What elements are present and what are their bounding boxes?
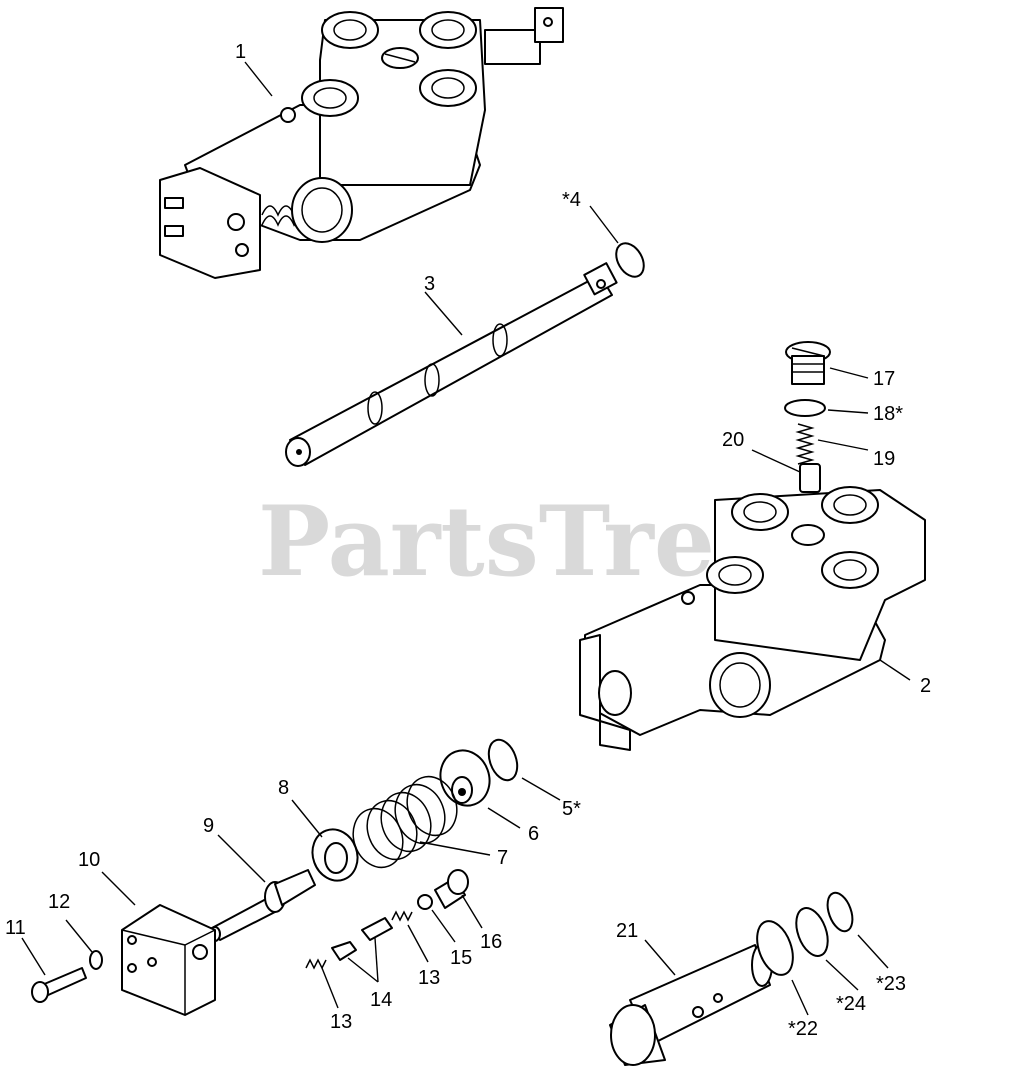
part-24-backup-ring (795, 907, 829, 957)
callout-18: 18* (873, 403, 903, 425)
part-7-spring (352, 775, 458, 869)
part-3-spool (285, 262, 618, 467)
part-17-plug (785, 341, 831, 385)
callout-7: 7 (497, 847, 508, 869)
watermark: PartsTree (258, 485, 776, 598)
part-10-end-cap (121, 904, 216, 1016)
callout-22: *22 (788, 1018, 818, 1040)
part-16-plug (434, 869, 469, 909)
callout-4: *4 (562, 189, 581, 211)
callout-21: 21 (616, 920, 638, 942)
part-19-spring (795, 423, 815, 465)
callout-13a: 13 (330, 1011, 352, 1033)
part-6-spring-seat (439, 749, 491, 807)
callout-14: 14 (370, 989, 392, 1011)
callout-11: 11 (5, 917, 26, 939)
callout-17: 17 (873, 368, 895, 390)
leader-lines (21, 61, 911, 1016)
callout-19: 19 (873, 448, 895, 470)
callout-6: 6 (528, 823, 539, 845)
callout-2: 2 (920, 675, 931, 697)
part-23-o-ring (826, 891, 854, 933)
part-21-relief-valve (609, 943, 773, 1066)
part-14-poppet-right (361, 917, 393, 941)
part-12-washer (89, 950, 103, 970)
callout-15: 15 (450, 947, 472, 969)
part-22-o-ring (756, 920, 794, 976)
part-13-spring-right (391, 910, 413, 922)
callout-8: 8 (278, 777, 289, 799)
callout-3: 3 (424, 273, 435, 295)
callout-23: *23 (876, 973, 906, 995)
part-14-poppet-left (331, 941, 357, 961)
callout-1: 1 (235, 41, 246, 63)
part-15-ball (417, 894, 433, 910)
part-13-spring-left (305, 958, 327, 970)
callout-5: 5* (562, 798, 581, 820)
callout-20: 20 (722, 429, 744, 451)
callout-16: 16 (480, 931, 502, 953)
part-9-plunger (209, 869, 316, 942)
part-2-valve-body (579, 486, 926, 751)
part-18-o-ring (784, 399, 826, 417)
callout-10: 10 (78, 849, 100, 871)
part-5-o-ring (487, 738, 519, 782)
part-8-spring-seat (311, 828, 359, 882)
callout-12: 12 (48, 891, 70, 913)
callout-24: *24 (836, 993, 866, 1015)
part-1-valve-assembly (159, 7, 564, 279)
part-11-screw (31, 967, 87, 1003)
part-20-check-valve (799, 463, 821, 493)
part-4-o-ring (615, 242, 645, 278)
callout-9: 9 (203, 815, 214, 837)
callout-13b: 13 (418, 967, 440, 989)
